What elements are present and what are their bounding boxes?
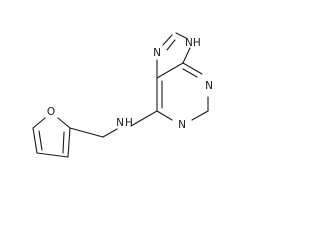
bond-c8-n9 [175, 32, 187, 39]
bond-n1-c6 [156, 110, 173, 121]
bond-n-amine-ch2 [102, 128, 118, 138]
bond-furan-o-c2 [57, 117, 71, 129]
bond-c6-n-amine [130, 110, 158, 127]
atom-furan-o: O [47, 106, 55, 118]
chemical-structure-diagram: N NH N N N H O [32, 32, 213, 158]
bond-c4-n3-inner [182, 68, 198, 78]
bond-furan-c2-c3-inner [62, 131, 65, 154]
atom-amine-h: H [125, 117, 133, 129]
atom-n7: N [153, 47, 161, 59]
bond-c5-c4 [156, 62, 184, 79]
atom-label-layer: N NH N N N H O [47, 37, 213, 131]
bond-n7-c8-inner [166, 39, 176, 51]
bond-n7-c8 [162, 34, 173, 46]
bond-furan-c3-c4 [36, 152, 69, 158]
atom-amine-n: N [116, 117, 124, 129]
atom-n3: N [205, 80, 213, 92]
bond-furan-c5-o [32, 117, 46, 129]
bond-ch2-furan-c2 [69, 127, 104, 138]
atom-n1: N [178, 119, 186, 131]
bond-layer [32, 32, 209, 158]
bond-n9-c4 [182, 47, 191, 64]
atom-nh9: NH [185, 37, 201, 49]
bond-furan-c4-c5-inner [38, 130, 43, 151]
bond-c2-n1 [191, 110, 209, 121]
bond-c4-n3 [182, 62, 203, 75]
bond-furan-c2-c3 [67, 127, 71, 158]
bond-furan-c4-c5 [32, 127, 38, 154]
